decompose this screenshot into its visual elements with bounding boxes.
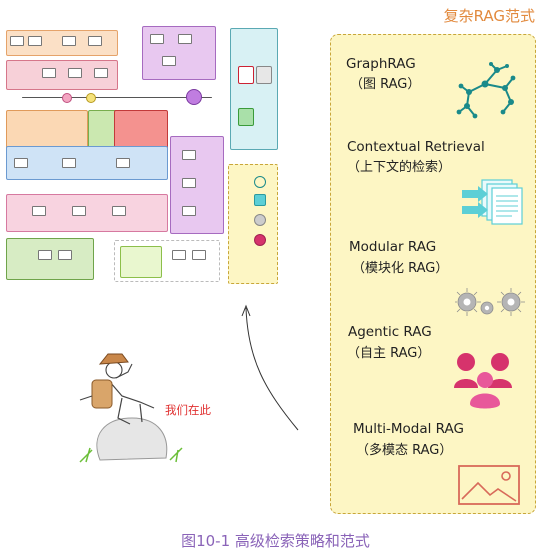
mini-chip — [162, 56, 176, 66]
mini-chip — [62, 158, 76, 168]
item-agentic-sub: （自主 RAG） — [347, 346, 431, 361]
mini-node-purple — [186, 89, 202, 105]
figure-caption: 图10-1 高级检索策略和范式 — [181, 532, 370, 550]
here-label: 我们在此 — [165, 403, 211, 417]
item-multimodal-title: Multi-Modal RAG — [353, 421, 464, 437]
mini-chip — [68, 68, 82, 78]
gears-icon — [455, 288, 525, 316]
mini-icon-docs — [254, 194, 266, 206]
mini-table — [256, 66, 272, 84]
overview-diagram — [2, 18, 278, 284]
grass — [79, 447, 183, 463]
item-modular-sub: （模块化 RAG） — [352, 261, 449, 276]
mini-chip — [32, 206, 46, 216]
mini-icon-graph — [254, 176, 266, 188]
graph-network-icon — [456, 62, 516, 119]
mini-icon-gears — [254, 214, 266, 226]
mini-chip — [116, 158, 130, 168]
mini-chip — [182, 206, 196, 216]
panel-title: 复杂RAG范式 — [443, 7, 535, 25]
mini-chip — [112, 206, 126, 216]
mini-chip — [62, 36, 76, 46]
mini-chip — [72, 206, 86, 216]
mini-chip — [172, 250, 186, 260]
image-icon — [458, 465, 520, 505]
agents-people-icon — [454, 353, 512, 409]
mini-chip — [178, 34, 192, 44]
mini-flow-line — [22, 97, 212, 98]
mini-chip — [38, 250, 52, 260]
mini-box-cyan-1 — [230, 28, 278, 150]
item-agentic-title: Agentic RAG — [348, 324, 432, 340]
mini-chip — [192, 250, 206, 260]
arrow-head — [241, 304, 251, 317]
mini-doc — [238, 108, 254, 126]
item-graphrag-sub: （图 RAG） — [350, 77, 421, 92]
item-graphrag-title: GraphRAG — [346, 56, 416, 72]
mini-box-blue-1 — [6, 146, 168, 180]
mini-chip — [42, 68, 56, 78]
mini-box-pink-2 — [6, 194, 168, 232]
mini-chip — [88, 36, 102, 46]
item-multimodal-sub: （多模态 RAG） — [356, 443, 453, 458]
mini-box-yellow-1 — [228, 164, 278, 284]
mini-node-yellow — [86, 93, 96, 103]
mini-box-red-1 — [114, 110, 168, 152]
mini-node-pink — [62, 93, 72, 103]
mini-chip — [182, 178, 196, 188]
rock — [96, 417, 168, 461]
item-contextual-sub: （上下文的检索） — [347, 160, 452, 175]
item-modular-title: Modular RAG — [349, 239, 437, 255]
mini-box-purple-2 — [170, 136, 224, 234]
item-contextual-title: Contextual Retrieval — [347, 139, 485, 155]
mini-chip — [28, 36, 42, 46]
arrow-curve — [245, 307, 299, 431]
person-sketch — [79, 304, 299, 463]
documents-arrows-icon — [462, 179, 523, 225]
mini-chart — [238, 66, 254, 84]
mini-chip — [182, 150, 196, 160]
mini-chip — [94, 68, 108, 78]
mini-chip — [58, 250, 72, 260]
mini-box-bright-green — [120, 246, 162, 278]
hat — [98, 353, 129, 365]
mini-icon-agents — [254, 234, 266, 246]
backpack — [91, 379, 113, 409]
mini-chip — [10, 36, 24, 46]
mini-chip — [14, 158, 28, 168]
mini-chip — [150, 34, 164, 44]
rag-paradigm-panel — [330, 34, 536, 514]
